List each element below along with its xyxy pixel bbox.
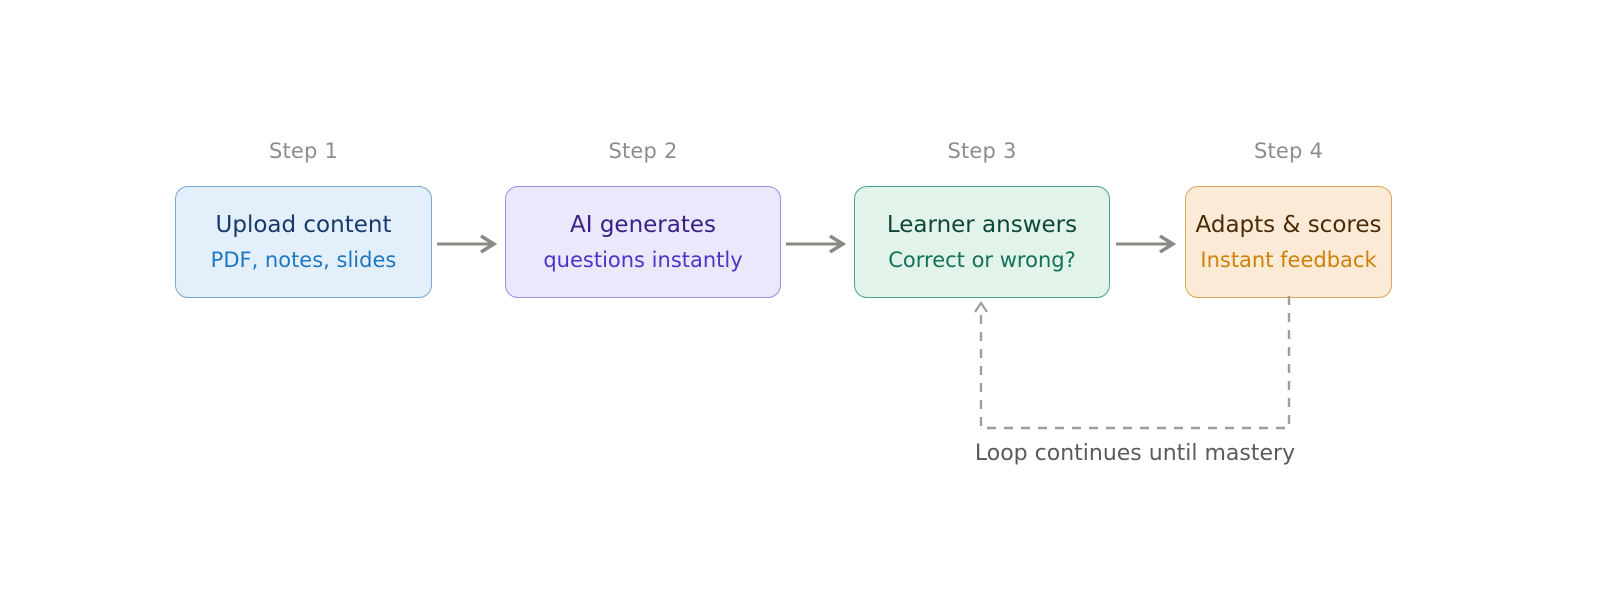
step-box-title-3: Learner answers [886,211,1078,238]
step-box-learner-answers[interactable]: Learner answers Correct or wrong? [854,186,1110,298]
feedback-loop-path [974,296,1291,430]
arrow-step3-step4 [1116,233,1180,255]
step-group-2: Step 2 AI generates questions instantly [505,138,781,298]
step-box-adapts-and-scores[interactable]: Adapts & scores Instant feedback [1185,186,1392,298]
step-box-subtitle-2: questions instantly [543,247,743,272]
arrow-step2-step3 [786,233,850,255]
step-box-title-4: Adapts & scores [1195,211,1382,238]
arrow-right-icon [786,234,847,254]
arrow-right-icon [1116,234,1177,254]
loop-arrowhead-up-icon [974,301,988,313]
step-box-subtitle-1: PDF, notes, slides [210,247,397,272]
step-group-1: Step 1 Upload content PDF, notes, slides [175,138,432,298]
arrow-step1-step2 [437,233,501,255]
feedback-loop-caption: Loop continues until mastery [974,441,1296,466]
step-box-title-1: Upload content [215,211,392,238]
step-label-3: Step 3 [947,139,1017,163]
step-label-4: Step 4 [1253,139,1324,163]
step-box-subtitle-3: Correct or wrong? [888,247,1076,272]
step-group-3: Step 3 Learner answers Correct or wrong? [854,138,1110,298]
step-label-2: Step 2 [608,139,678,163]
step-box-ai-generates[interactable]: AI generates questions instantly [505,186,781,298]
step-box-title-2: AI generates [569,211,716,238]
arrow-right-icon [437,234,498,254]
step-box-upload-content[interactable]: Upload content PDF, notes, slides [175,186,432,298]
step-box-subtitle-4: Instant feedback [1200,247,1377,272]
step-label-1: Step 1 [268,139,339,163]
step-group-4: Step 4 Adapts & scores Instant feedback [1185,138,1392,298]
